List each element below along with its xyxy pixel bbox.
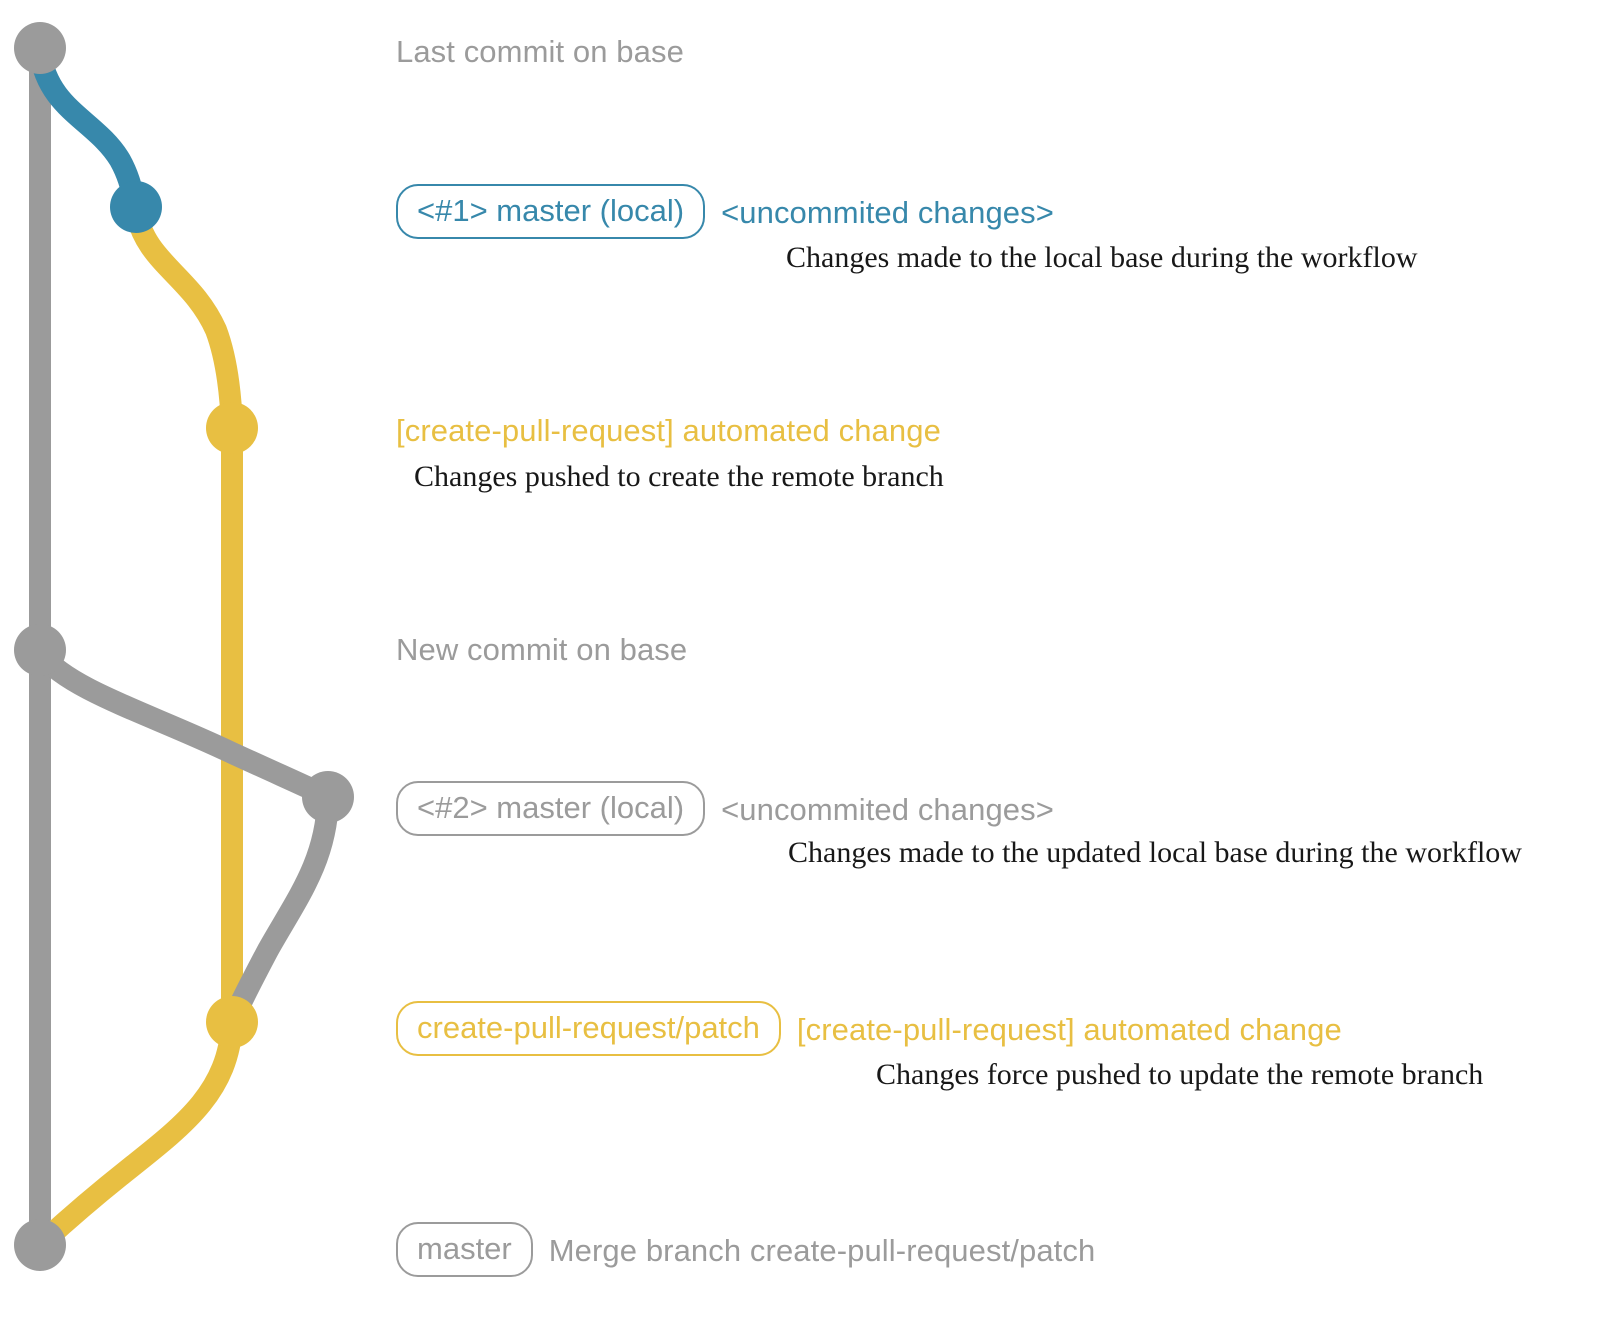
commit-subject-master-merge: Merge branch create-pull-request/patch	[548, 1233, 1096, 1268]
branch-badge-master[interactable]: master	[396, 1222, 533, 1277]
commit-subject-automated-change-1: [create-pull-request] automated change	[396, 413, 941, 448]
commit-node-local-2[interactable]	[302, 771, 354, 823]
updated-local-branch-grey-line	[31, 644, 339, 808]
commit-subject-patch-branch: [create-pull-request] automated change	[796, 1012, 1342, 1047]
updated-local-to-patch-grey-line	[221, 789, 339, 1033]
commit-node-last-commit-on-base[interactable]	[14, 22, 66, 74]
commit-row-patch-branch: create-pull-request/patch [create-pull-r…	[396, 1001, 1342, 1056]
commit-description-local-2: Changes made to the updated local base d…	[788, 836, 1522, 869]
commit-node-new-commit-on-base[interactable]	[14, 624, 66, 676]
commit-subject-new-commit-on-base: New commit on base	[396, 632, 688, 667]
commit-node-automated-change-1[interactable]	[206, 402, 258, 454]
commit-subject-last-commit-on-base: Last commit on base	[396, 34, 684, 69]
commit-row-local-2: <#2> master (local) <uncommited changes>	[396, 781, 1054, 836]
commit-node-patch-branch[interactable]	[206, 996, 258, 1048]
commit-subject-local-2: <uncommited changes>	[721, 792, 1054, 827]
commit-node-master-merge[interactable]	[14, 1219, 66, 1271]
commit-description-automated-change-1: Changes pushed to create the remote bran…	[414, 460, 944, 493]
commit-row-master-merge: master Merge branch create-pull-request/…	[396, 1222, 1095, 1277]
commit-description-local-1: Changes made to the local base during th…	[786, 241, 1418, 274]
local-branch-blue-line	[29, 41, 147, 218]
branch-badge-local-1[interactable]: <#1> master (local)	[396, 184, 706, 239]
patch-merge-yellow-line	[31, 1013, 243, 1254]
commit-description-patch-branch: Changes force pushed to update the remot…	[876, 1058, 1484, 1091]
commit-subject-local-1: <uncommited changes>	[721, 195, 1054, 230]
commit-node-local-1[interactable]	[110, 181, 162, 233]
branch-badge-local-2[interactable]: <#2> master (local)	[396, 781, 706, 836]
patch-branch-yellow-line-1	[125, 199, 243, 439]
commit-row-local-1: <#1> master (local) <uncommited changes>	[396, 184, 1054, 239]
branch-badge-patch[interactable]: create-pull-request/patch	[396, 1001, 781, 1056]
